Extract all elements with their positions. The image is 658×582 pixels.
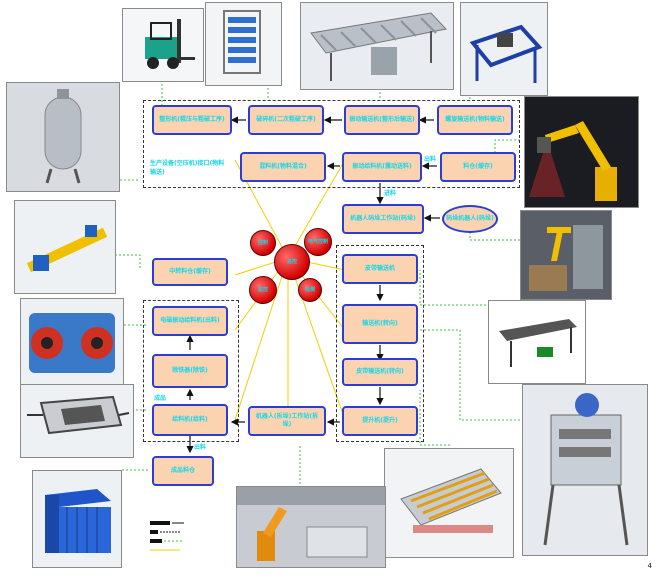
top-process-group bbox=[143, 100, 520, 188]
roller-conveyor-icon bbox=[300, 2, 454, 90]
process-node-top2[interactable]: 破碎机(二次粗破工序) bbox=[248, 105, 324, 135]
node-label: 机器人(拆垛)工作站(拆垛) bbox=[255, 413, 319, 428]
robot-arm-icon bbox=[524, 96, 639, 208]
rack-icon bbox=[205, 2, 282, 86]
bottom-flow-label: 出料 bbox=[194, 444, 207, 451]
arrow-label-out: 出料 bbox=[424, 156, 437, 163]
forklift-icon bbox=[122, 8, 204, 82]
screw-conveyor-icon bbox=[14, 200, 116, 294]
process-node-l4[interactable]: 给料机(给料) bbox=[152, 404, 228, 436]
node-label: 输送机(转向) bbox=[362, 320, 398, 327]
process-node-robot-ellipse[interactable]: 码垛机器人(码垛) bbox=[442, 205, 498, 233]
node-label: 给料机(给料) bbox=[172, 416, 208, 423]
legend bbox=[150, 521, 184, 551]
air-tank-icon bbox=[6, 82, 120, 192]
storage-bin-icon bbox=[32, 470, 122, 568]
node-label: 整形机(辊压与粗破工序) bbox=[159, 116, 225, 123]
node-label: 码垛机器人(码垛) bbox=[446, 215, 494, 222]
circle-label: 总控 bbox=[286, 259, 297, 265]
circle-label: 控制 bbox=[257, 240, 268, 246]
control-circle-1[interactable]: 控制 bbox=[250, 230, 276, 256]
process-node-l2[interactable]: 电磁振动给料机(出料) bbox=[152, 306, 228, 336]
crusher-icon bbox=[20, 298, 124, 386]
node-label: 振动给料机(震动送料) bbox=[352, 163, 412, 170]
process-node-mid-right[interactable]: 料仓(缓存) bbox=[440, 152, 516, 182]
control-circle-4[interactable]: 检测 bbox=[298, 278, 322, 302]
node-label: 机器人码垛工作站(码垛) bbox=[350, 215, 416, 222]
circle-label: 监控 bbox=[257, 287, 268, 293]
process-node-mid2[interactable]: 振动给料机(震动送料) bbox=[342, 152, 422, 182]
circle-label: 检测 bbox=[304, 287, 315, 293]
shredder-icon bbox=[522, 384, 648, 556]
process-node-l5[interactable]: 成品料仓 bbox=[152, 456, 214, 486]
process-node-l1[interactable]: 中转料仓(缓存) bbox=[152, 258, 228, 286]
node-label: 提升机(提升) bbox=[362, 417, 398, 424]
process-node-r3[interactable]: 皮带输送机(转向) bbox=[342, 358, 418, 386]
palletizer-icon bbox=[520, 210, 612, 300]
robot-workcell-icon bbox=[236, 486, 386, 568]
node-label: 料仓(缓存) bbox=[463, 163, 493, 170]
mid-left-label: 生产设备(空压机)接口(物料输送) bbox=[150, 160, 225, 176]
main-controller-circle[interactable]: 总控 bbox=[274, 244, 310, 280]
right-process-group bbox=[336, 245, 424, 442]
process-node-robot-cell[interactable]: 机器人码垛工作站(码垛) bbox=[342, 204, 424, 234]
circle-label: 电气控制 bbox=[307, 239, 328, 245]
node-label: 皮带输送机(转向) bbox=[356, 368, 404, 375]
node-label: 皮带输送机 bbox=[364, 265, 395, 272]
node-label: 中转料仓(缓存) bbox=[169, 268, 211, 275]
process-node-r2[interactable]: 输送机(转向) bbox=[342, 304, 418, 344]
belt-conveyor-icon bbox=[488, 300, 586, 384]
hopper-icon bbox=[20, 384, 134, 458]
process-node-bottom-mid[interactable]: 机器人(拆垛)工作站(拆垛) bbox=[248, 406, 326, 436]
frame-icon bbox=[460, 2, 548, 96]
node-label: 成品料仓 bbox=[170, 467, 195, 474]
process-node-top1[interactable]: 整形机(辊压与粗破工序) bbox=[152, 105, 232, 135]
node-label: 混料机(物料混合) bbox=[259, 163, 307, 170]
process-node-l3[interactable]: 除铁器(除铁) bbox=[152, 354, 228, 388]
process-node-r1[interactable]: 皮带输送机 bbox=[342, 254, 418, 284]
sorting-table-icon bbox=[384, 448, 514, 558]
node-label: 螺旋输送机(物料输送) bbox=[445, 116, 505, 123]
node-label: 破碎机(二次粗破工序) bbox=[256, 116, 316, 123]
node-label: 电磁振动给料机(出料) bbox=[160, 317, 220, 324]
process-node-r4[interactable]: 提升机(提升) bbox=[342, 406, 418, 436]
left-flow-label: 成品 bbox=[154, 395, 167, 402]
left-process-group bbox=[143, 300, 239, 442]
node-label: 振动输送机(整形后输送) bbox=[349, 116, 415, 123]
process-node-top3[interactable]: 振动输送机(整形后输送) bbox=[344, 105, 420, 135]
process-node-mid1[interactable]: 混料机(物料混合) bbox=[240, 152, 326, 182]
node-label: 除铁器(除铁) bbox=[172, 367, 208, 374]
control-circle-2[interactable]: 电气控制 bbox=[304, 228, 332, 256]
page-number: 4 bbox=[647, 562, 652, 570]
process-node-top4[interactable]: 螺旋输送机(物料输送) bbox=[437, 105, 513, 135]
control-circle-3[interactable]: 监控 bbox=[249, 276, 277, 304]
arrow-label-in: 进料 bbox=[384, 190, 397, 197]
